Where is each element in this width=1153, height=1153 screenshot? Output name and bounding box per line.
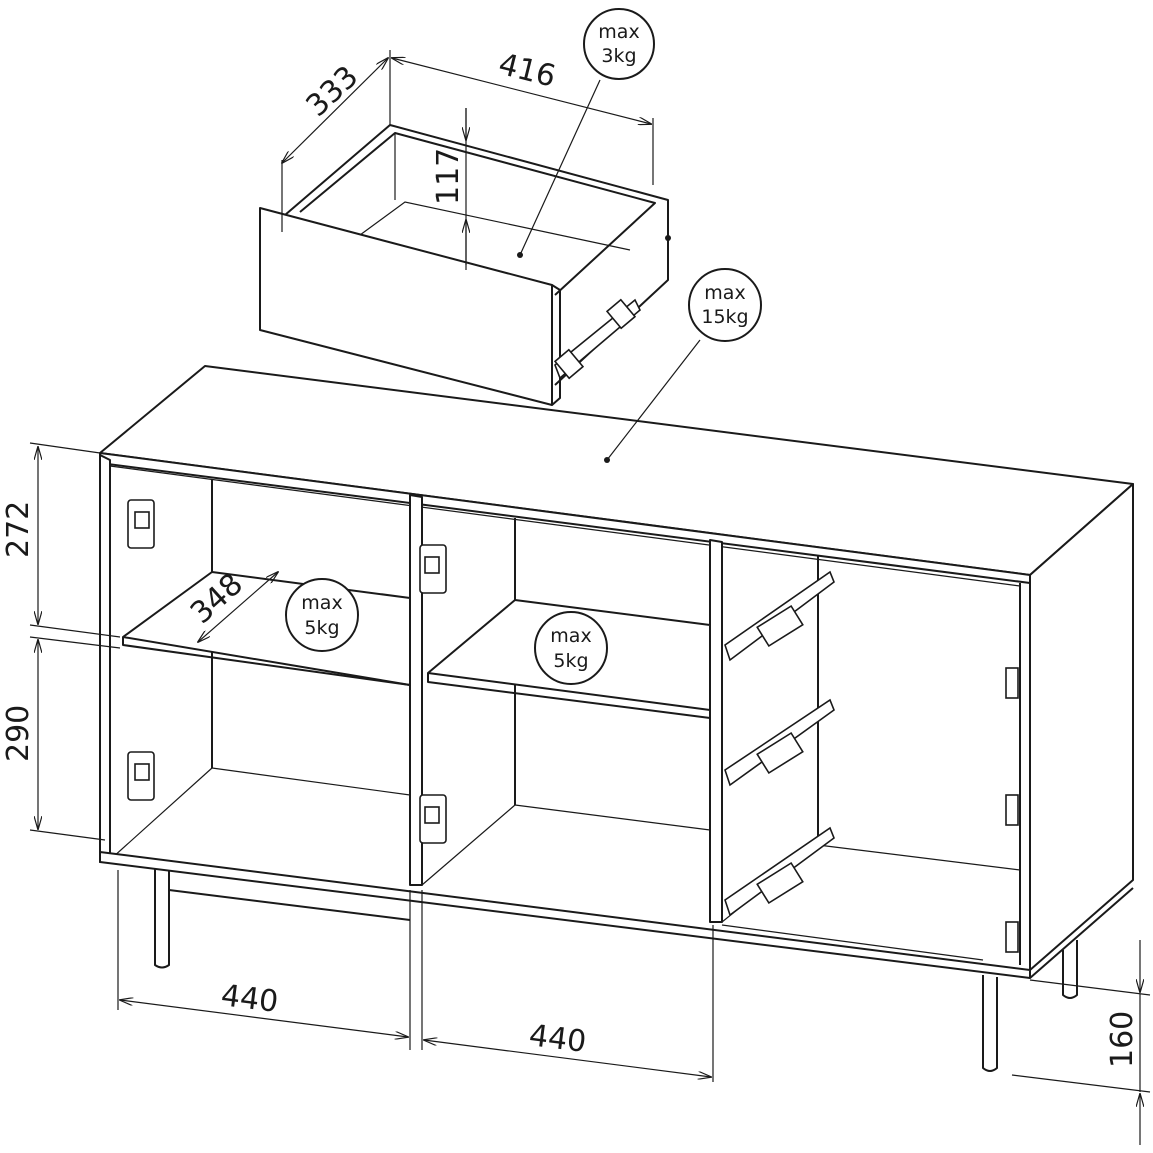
drawer [259,124,671,406]
dim-drawer-depth: 333 [300,59,366,124]
dim-upper-height: 272 [1,501,36,558]
hinges [127,499,1019,953]
svg-text:5kg: 5kg [553,650,588,672]
legs [154,868,1078,1072]
svg-text:max: max [598,21,639,43]
cabinet [99,365,1134,1072]
dim-left-width: 440 [219,978,280,1020]
dim-drawer-height: 117 [431,148,466,205]
svg-text:3kg: 3kg [601,45,636,67]
svg-text:max: max [550,625,591,647]
dim-lower-height: 290 [1,705,36,762]
drawer-runner [553,298,641,380]
svg-text:max: max [704,282,745,304]
load-badge-shelf-middle: max 5kg [534,611,608,685]
dim-middle-width: 440 [527,1018,588,1060]
svg-text:max: max [301,592,342,614]
svg-text:5kg: 5kg [304,617,339,639]
dim-drawer-width: 416 [495,47,559,95]
load-badge-top: max 15kg [604,268,762,463]
load-badge-shelf-left: max 5kg [285,578,359,652]
dim-leg-height: 160 [1105,1011,1140,1068]
drawer-runners [724,570,835,917]
svg-text:15kg: 15kg [701,306,748,328]
dimension-lines [29,50,1151,1145]
load-badge-drawer: max 3kg [517,8,655,258]
